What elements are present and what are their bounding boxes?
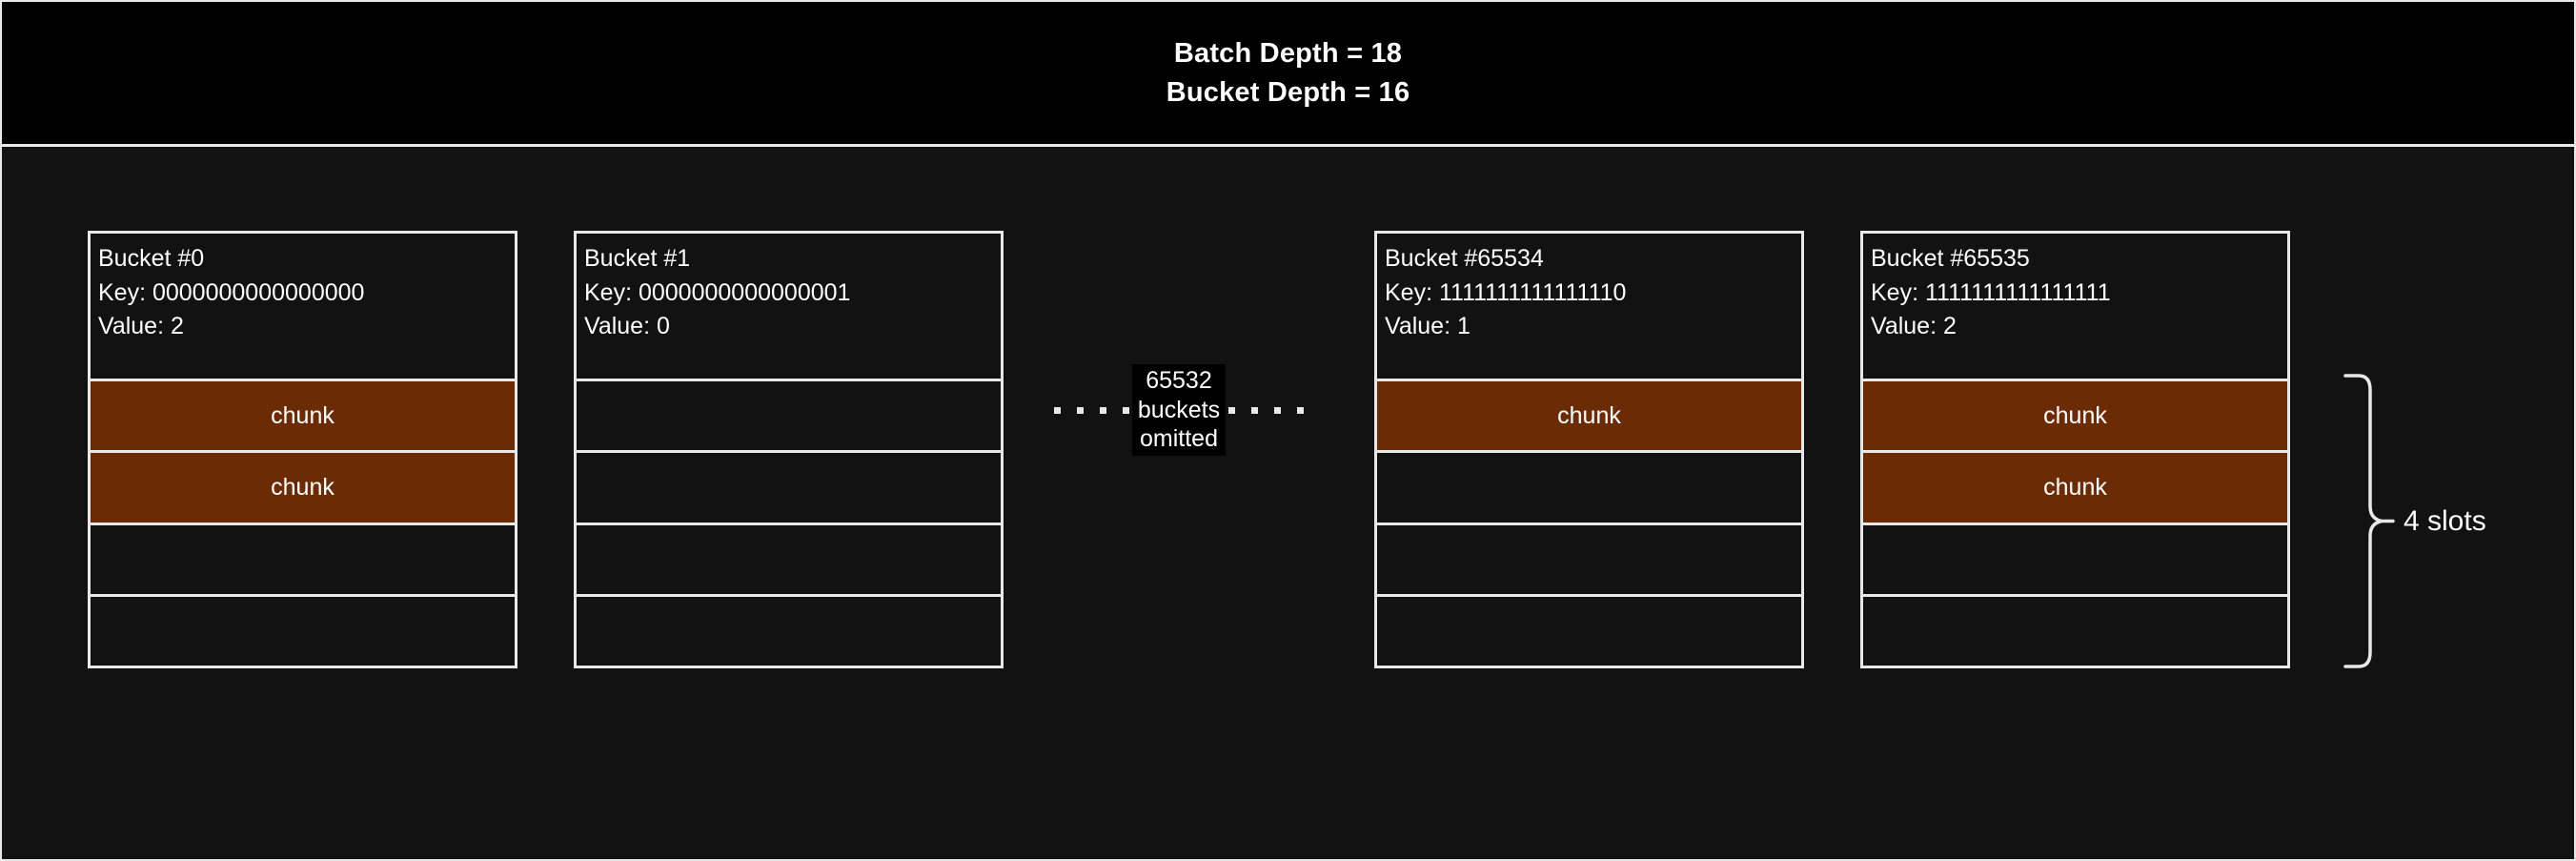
bucket-header-65534: Bucket #65534 Key: 1111111111111110 Valu… [1377,234,1801,381]
dot-icon [1251,406,1259,414]
omitted-state: omitted [1140,425,1218,453]
chunk-label: chunk [1557,401,1621,429]
curly-brace-icon [2343,374,2395,668]
batch-depth-label: Batch Depth = 18 [1173,37,1403,69]
bucket-slot [577,524,1001,597]
bucket-title: Bucket #65535 [1871,245,2030,272]
bucket-slot: chunk [1863,381,2287,454]
omitted-label-box: 65532 buckets omitted [1131,364,1227,456]
bucket-slots-65534: chunk [1377,381,1801,666]
dot-icon [1228,406,1236,414]
bucket-title: Bucket #0 [98,245,205,272]
bucket-slot: chunk [1863,453,2287,525]
bucket-card-0: Bucket #0 Key: 0000000000000000 Value: 2… [88,231,517,668]
dot-icon [1076,406,1084,414]
bucket-header-0: Bucket #0 Key: 0000000000000000 Value: 2 [91,234,515,381]
bucket-value: Value: 2 [98,313,184,339]
bucket-slot [1377,596,1801,666]
bucket-slots-0: chunk chunk [91,381,515,666]
omitted-buckets-marker: 65532 buckets omitted [1030,357,1328,463]
chunk-label: chunk [271,401,335,429]
dot-icon [1053,406,1061,414]
bucket-key: Key: 1111111111111110 [1385,278,1627,306]
bucket-title: Bucket #65534 [1385,245,1544,272]
bucket-slot [1377,524,1801,597]
bucket-slots-65535: chunk chunk [1863,381,2287,666]
bucket-slot [577,596,1001,666]
ellipsis-dots-right [1228,406,1305,414]
dot-icon [1122,406,1129,414]
chunk-label: chunk [271,473,335,501]
header-band: Batch Depth = 18 Bucket Depth = 16 [2,2,2574,147]
bucket-value: Value: 2 [1871,313,1957,339]
dot-icon [1274,406,1282,414]
dot-icon [1099,406,1106,414]
bucket-value: Value: 1 [1385,313,1471,339]
bucket-header-1: Bucket #1 Key: 0000000000000001 Value: 0 [577,234,1001,381]
bucket-slot: chunk [1377,381,1801,454]
bucket-card-1: Bucket #1 Key: 0000000000000001 Value: 0 [574,231,1004,668]
bucket-card-65535: Bucket #65535 Key: 1111111111111111 Valu… [1860,231,2290,668]
bucket-slot [1863,524,2287,597]
bucket-slot [577,453,1001,525]
dot-icon [1297,406,1305,414]
bucket-header-65535: Bucket #65535 Key: 1111111111111111 Valu… [1863,234,2287,381]
bucket-key: Key: 0000000000000001 [584,278,851,306]
bucket-title: Bucket #1 [584,245,691,272]
omitted-count: 65532 [1146,367,1212,395]
ellipsis-dots-left [1053,406,1129,414]
bucket-slot: chunk [91,381,515,454]
bucket-slot [91,596,515,666]
bucket-key: Key: 1111111111111111 [1871,278,2111,306]
slots-count-label: 4 slots [2404,505,2486,537]
bucket-slot [1377,453,1801,525]
bucket-slot: chunk [91,453,515,525]
chunk-label: chunk [2043,401,2107,429]
bucket-slot [1863,596,2287,666]
slots-brace [2342,373,2399,669]
bucket-depth-label: Bucket Depth = 16 [1166,76,1410,108]
bucket-slot [577,381,1001,454]
omitted-noun: buckets [1137,396,1221,423]
bucket-key: Key: 0000000000000000 [98,278,365,306]
bucket-slots-1 [577,381,1001,666]
bucket-value: Value: 0 [584,313,670,339]
chunk-label: chunk [2043,473,2107,501]
bucket-card-65534: Bucket #65534 Key: 1111111111111110 Valu… [1374,231,1804,668]
bucket-slot [91,524,515,597]
